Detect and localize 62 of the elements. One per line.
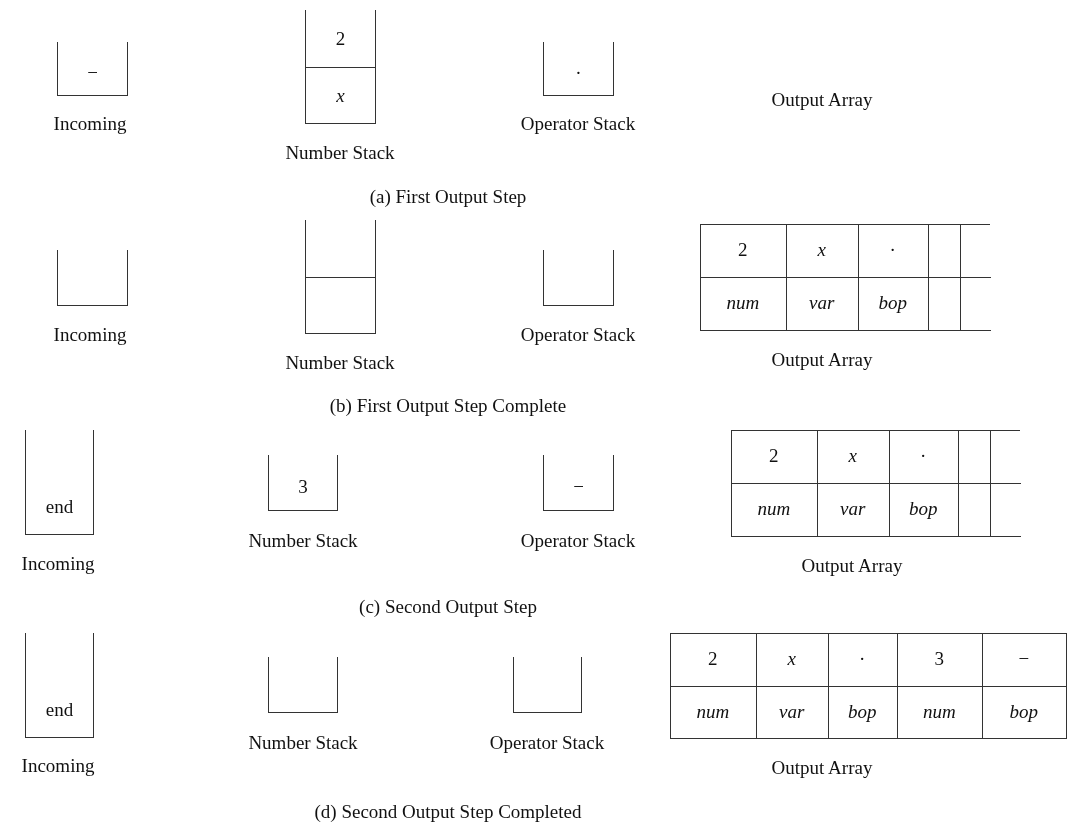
table-cell: bop (888, 482, 959, 537)
stack-caption: Number Stack (248, 732, 358, 754)
stack-item: end (45, 699, 74, 721)
subfigure-caption: (d) Second Output Step Completed (314, 801, 582, 823)
stack-container (305, 10, 376, 124)
stack-caption: Operator Stack (520, 530, 636, 552)
stack-container (57, 250, 128, 306)
stack-caption: Incoming (53, 113, 127, 135)
table-cell: 3 (896, 632, 983, 687)
table-cell: x (816, 429, 890, 484)
subfigure-caption: (b) First Output Step Complete (329, 395, 567, 417)
subfigure-caption: (c) Second Output Step (359, 596, 537, 618)
table-cell: num (669, 685, 757, 739)
table-cell: − (981, 632, 1067, 687)
stack-container (543, 455, 614, 511)
array-caption: Output Array (771, 349, 873, 371)
stack-container (25, 430, 94, 535)
table-cell: num (896, 685, 983, 739)
table-cell: 2 (699, 223, 787, 278)
stack-caption: Operator Stack (520, 324, 636, 346)
table-cell: bop (827, 685, 898, 739)
stack-container (543, 250, 614, 306)
array-caption: Output Array (771, 89, 873, 111)
stack-container (268, 657, 338, 713)
table-cell: num (730, 482, 818, 537)
table-cell: var (816, 482, 890, 537)
stack-caption: Incoming (21, 553, 95, 575)
stack-caption: Number Stack (248, 530, 358, 552)
stack-item: − (87, 62, 98, 84)
table-cell: bop (981, 685, 1067, 739)
stack-item: end (45, 496, 74, 518)
stack-container (25, 633, 94, 738)
table-cell: bop (857, 276, 929, 331)
array-caption: Output Array (801, 555, 903, 577)
table-cell: · (827, 632, 898, 687)
array-caption: Output Array (771, 757, 873, 779)
table-cell: 2 (730, 429, 818, 484)
stack-container (268, 455, 338, 511)
table-cell: num (699, 276, 787, 331)
table-cell: var (785, 276, 859, 331)
stack-caption: Number Stack (285, 352, 395, 374)
table-cell: var (755, 685, 829, 739)
stack-container (57, 42, 128, 96)
stack-item: 3 (298, 476, 308, 498)
stack-caption: Number Stack (285, 142, 395, 164)
table-cell: 2 (669, 632, 757, 687)
table-cell: x (755, 632, 829, 687)
table-cell: · (888, 429, 959, 484)
subfigure-caption: (a) First Output Step (369, 186, 527, 208)
stack-item: x (336, 84, 345, 107)
table-cell: · (857, 223, 929, 278)
stack-caption: Operator Stack (520, 113, 636, 135)
stack-caption: Operator Stack (489, 732, 605, 754)
stack-item: · (575, 62, 582, 84)
stack-caption: Incoming (53, 324, 127, 346)
stack-item: 2 (335, 27, 346, 50)
stack-container (543, 42, 614, 96)
stack-container (513, 657, 582, 713)
stack-item: − (573, 476, 584, 498)
stack-container (305, 220, 376, 334)
table-cell: x (785, 223, 859, 278)
stack-caption: Incoming (21, 755, 95, 777)
